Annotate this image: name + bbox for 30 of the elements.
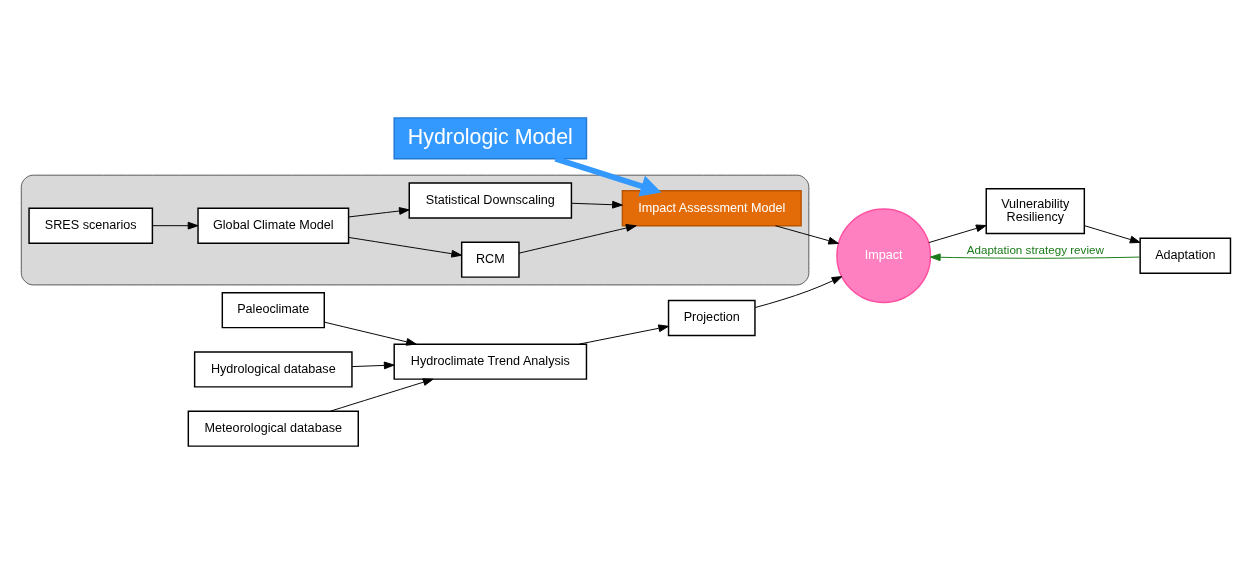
arrow xyxy=(348,236,462,258)
arrow xyxy=(571,200,623,209)
arrow xyxy=(348,207,410,218)
arrow xyxy=(929,253,1141,262)
node-box: Global Climate Model xyxy=(197,207,350,244)
node-box: SRES scenarios xyxy=(28,207,154,244)
node-box: Hydrologic Model xyxy=(393,117,588,160)
node-box: Impact Assessment Model xyxy=(621,190,802,227)
arrow xyxy=(775,225,839,245)
edge-label: Adaptation strategy review xyxy=(966,243,1104,257)
node-box: Paleoclimate xyxy=(221,291,325,329)
node-box: Vulnerability Resiliency xyxy=(985,188,1086,235)
node-box: Adaptation xyxy=(1139,237,1232,274)
node-box: Hydrological database xyxy=(193,351,353,388)
arrow xyxy=(152,221,199,230)
arrow xyxy=(330,378,434,412)
arrow xyxy=(323,321,417,346)
node-box: Meteorological database xyxy=(187,410,359,447)
arrow xyxy=(518,224,637,254)
arrow xyxy=(578,324,669,345)
node-box: Projection xyxy=(667,299,756,337)
arrow xyxy=(1083,225,1141,244)
arrow xyxy=(754,276,843,308)
arrow xyxy=(554,155,662,197)
node-circle: Impact xyxy=(836,208,932,304)
arrow xyxy=(928,224,987,244)
arrow xyxy=(351,361,395,370)
node-box: Hydroclimate Trend Analysis xyxy=(393,343,588,380)
node-box: Statistical Downscaling xyxy=(408,182,573,219)
node-box: RCM xyxy=(460,241,520,278)
